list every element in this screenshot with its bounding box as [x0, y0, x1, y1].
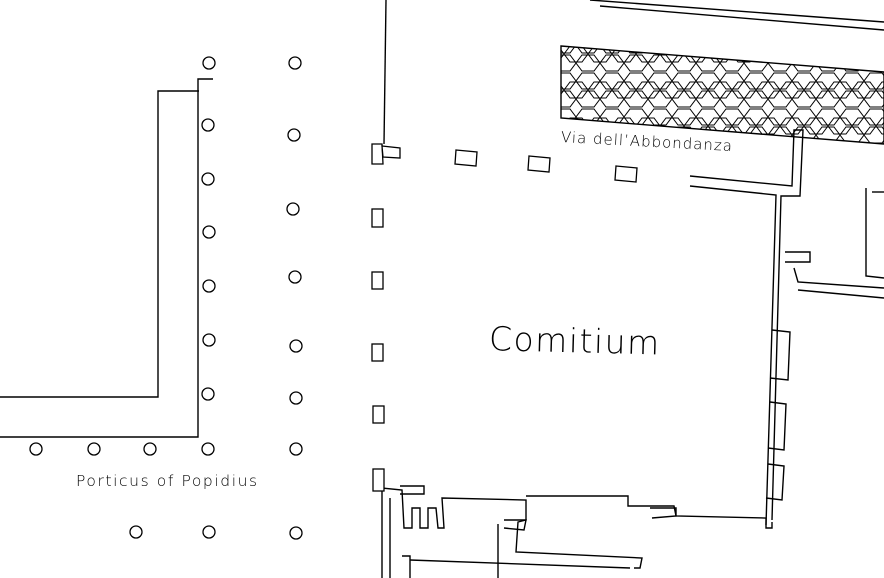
top-right-wall — [589, 0, 884, 31]
via-abbondanza-paving — [560, 45, 884, 145]
porticus-label: Porticus of Popidius — [76, 472, 259, 490]
porticus-walls — [0, 78, 213, 438]
south-buildings — [381, 485, 773, 578]
comitium-label: Comitium — [488, 319, 662, 363]
comitium-piers — [371, 143, 638, 492]
comitium-east-walls — [689, 129, 884, 526]
comitium-west-wall — [383, 0, 387, 145]
porticus-columns — [29, 56, 303, 540]
